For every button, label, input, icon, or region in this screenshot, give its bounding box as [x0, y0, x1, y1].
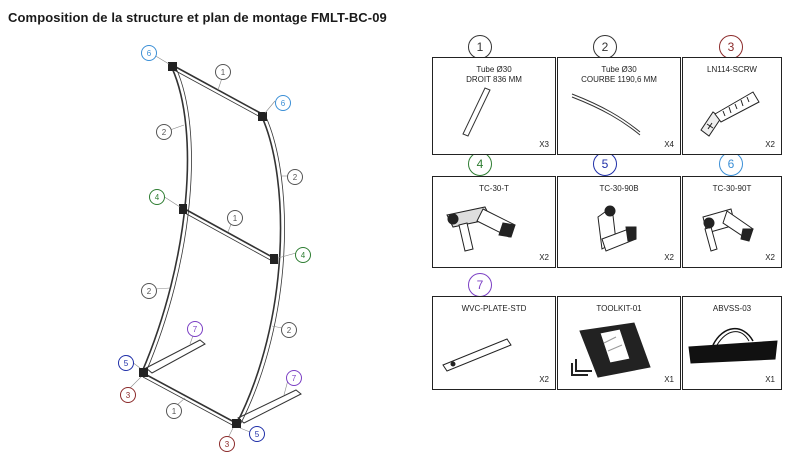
- top-straight-tube: [173, 65, 265, 116]
- callout-7-right: 7: [286, 370, 302, 386]
- part-quantity: X2: [765, 140, 775, 149]
- part-quantity: X2: [539, 375, 549, 384]
- part-number-5: 5: [593, 152, 617, 176]
- part-label-line1: TC-30-T: [479, 184, 509, 193]
- part-card-toolkit: TOOLKIT-01 X1: [557, 296, 681, 390]
- callout-3-left: 3: [120, 387, 136, 403]
- part-label-line1: TOOLKIT-01: [596, 304, 642, 313]
- page-title: Composition de la structure et plan de m…: [8, 10, 387, 25]
- bottom-straight-tube: [142, 372, 237, 424]
- straight-tube-illustration: [462, 87, 491, 137]
- right-curved-tube: [235, 116, 282, 426]
- callout-5-left: 5: [118, 355, 134, 371]
- callout-2-lower-left: 2: [141, 283, 157, 299]
- part-quantity: X4: [664, 140, 674, 149]
- callout-1-bottom: 1: [166, 403, 182, 419]
- part-card-tc-30-t: TC-30-T X2: [432, 176, 556, 268]
- part-number-1: 1: [468, 35, 492, 59]
- part-label-line1: Tube Ø30: [476, 65, 512, 74]
- callout-1-top: 1: [215, 64, 231, 80]
- part-label-line1: LN114-SCRW: [707, 65, 757, 74]
- toolkit-icon: [571, 322, 651, 378]
- part-card-tc-30-90b: TC-30-90B X2: [557, 176, 681, 268]
- part-number-2: 2: [593, 35, 617, 59]
- callout-5-bottom: 5: [249, 426, 265, 442]
- foot-plate-right: [237, 389, 302, 424]
- part-quantity: X2: [664, 253, 674, 262]
- callout-4-right: 4: [295, 247, 311, 263]
- elbow-connector-t-icon: [702, 208, 754, 252]
- part-card-screw: LN114-SCRW X2: [682, 57, 782, 155]
- part-number-3: 3: [719, 35, 743, 59]
- part-card-bag: ABVSS-03 X1: [682, 296, 782, 390]
- carry-bag-icon: [688, 328, 778, 364]
- part-quantity: X1: [765, 375, 775, 384]
- part-quantity: X3: [539, 140, 549, 149]
- part-label-line1: WVC-PLATE-STD: [461, 304, 527, 313]
- part-label-line1: ABVSS-03: [712, 304, 752, 313]
- callout-6-top-left: 6: [141, 45, 157, 61]
- part-label-line1: Tube Ø30: [601, 65, 637, 74]
- part-label-line2: COURBE 1190,6 MM: [581, 75, 657, 84]
- part-quantity: X2: [765, 253, 775, 262]
- part-card-tc-30-90t: TC-30-90T X2: [682, 176, 782, 268]
- part-number-6: 6: [719, 152, 743, 176]
- part-label-line1: TC-30-90T: [712, 184, 752, 193]
- left-curved-tube: [141, 67, 189, 373]
- callout-7-left: 7: [187, 321, 203, 337]
- callout-2-upper-left: 2: [156, 124, 172, 140]
- part-label-line1: TC-30-90B: [599, 184, 639, 193]
- callout-3-bottom: 3: [219, 436, 235, 452]
- callout-2-upper-right: 2: [287, 169, 303, 185]
- callout-2-lower-right: 2: [281, 322, 297, 338]
- curved-tube-illustration: [571, 93, 641, 136]
- part-card-plate: WVC-PLATE-STD X2: [432, 296, 556, 390]
- part-quantity: X2: [539, 253, 549, 262]
- callout-4-left: 4: [149, 189, 165, 205]
- middle-straight-tube: [182, 207, 275, 259]
- callout-6-top-right: 6: [275, 95, 291, 111]
- screw-icon: [700, 91, 760, 137]
- callout-1-middle: 1: [227, 210, 243, 226]
- foot-plate-left: [145, 339, 206, 374]
- t-connector-icon: [446, 206, 516, 252]
- foot-plate-icon: [442, 338, 512, 372]
- elbow-connector-b-icon: [597, 205, 637, 252]
- assembly-diagram: [127, 54, 302, 441]
- part-label-line2: DROIT 836 MM: [466, 75, 522, 84]
- part-quantity: X1: [664, 375, 674, 384]
- part-number-7: 7: [468, 273, 492, 297]
